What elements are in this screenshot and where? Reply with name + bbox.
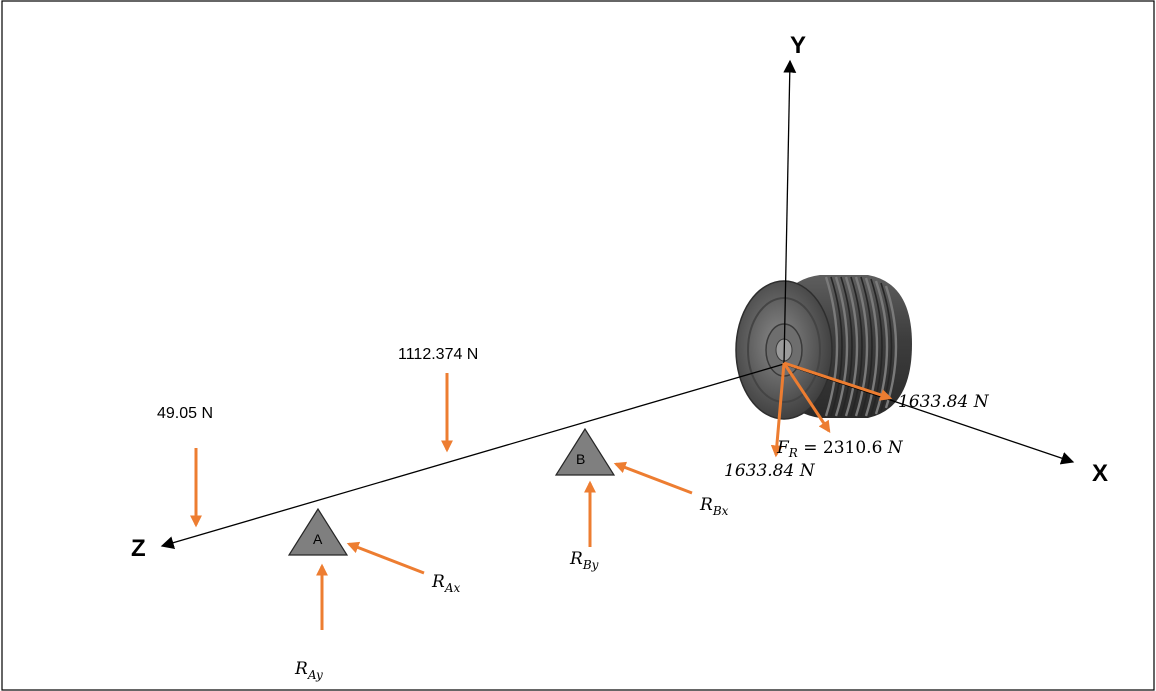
coordinate-axes: Y X Z	[131, 32, 1108, 562]
support-b: B RBx RBy	[554, 427, 729, 572]
reaction-ax-label: RAx	[431, 572, 460, 595]
reaction-ax-arrow	[346, 541, 425, 575]
reaction-bx-label: RBx	[699, 495, 729, 518]
y-axis-line	[783, 59, 797, 365]
reaction-by-label: RBy	[569, 549, 599, 572]
reaction-bx-arrow	[613, 461, 693, 495]
mid-weight-label: 1112.374 N	[398, 346, 478, 363]
pulley-forces: 1633.84 N 1633.84 N FR = 2310.6 N	[724, 361, 990, 481]
z-axis-label: Z	[131, 535, 146, 562]
pulley-vertical-force-label: 1633.84 N	[724, 461, 816, 481]
resultant-force-label: FR = 2310.6 N	[776, 438, 904, 460]
pulley-horizontal-force-label: 1633.84 N	[898, 392, 990, 412]
reaction-ay-label: RAy	[294, 659, 323, 682]
support-a-label: A	[313, 531, 323, 547]
support-a-triangle	[287, 507, 349, 556]
support-b-triangle	[554, 427, 616, 476]
end-weight-label: 49.05 N	[157, 405, 213, 422]
pulley-vertical-force-arrow	[770, 362, 786, 458]
pulley-resultant-force-arrow	[782, 362, 831, 434]
y-axis-label: Y	[790, 32, 806, 59]
pulley-horizontal-force-arrow	[783, 361, 893, 401]
support-a: A RAx RAy	[287, 507, 460, 682]
applied-loads: 49.05 N 1112.374 N	[157, 346, 478, 528]
support-b-label: B	[576, 451, 585, 467]
z-axis-line	[160, 363, 785, 549]
x-axis-label: X	[1092, 460, 1108, 487]
